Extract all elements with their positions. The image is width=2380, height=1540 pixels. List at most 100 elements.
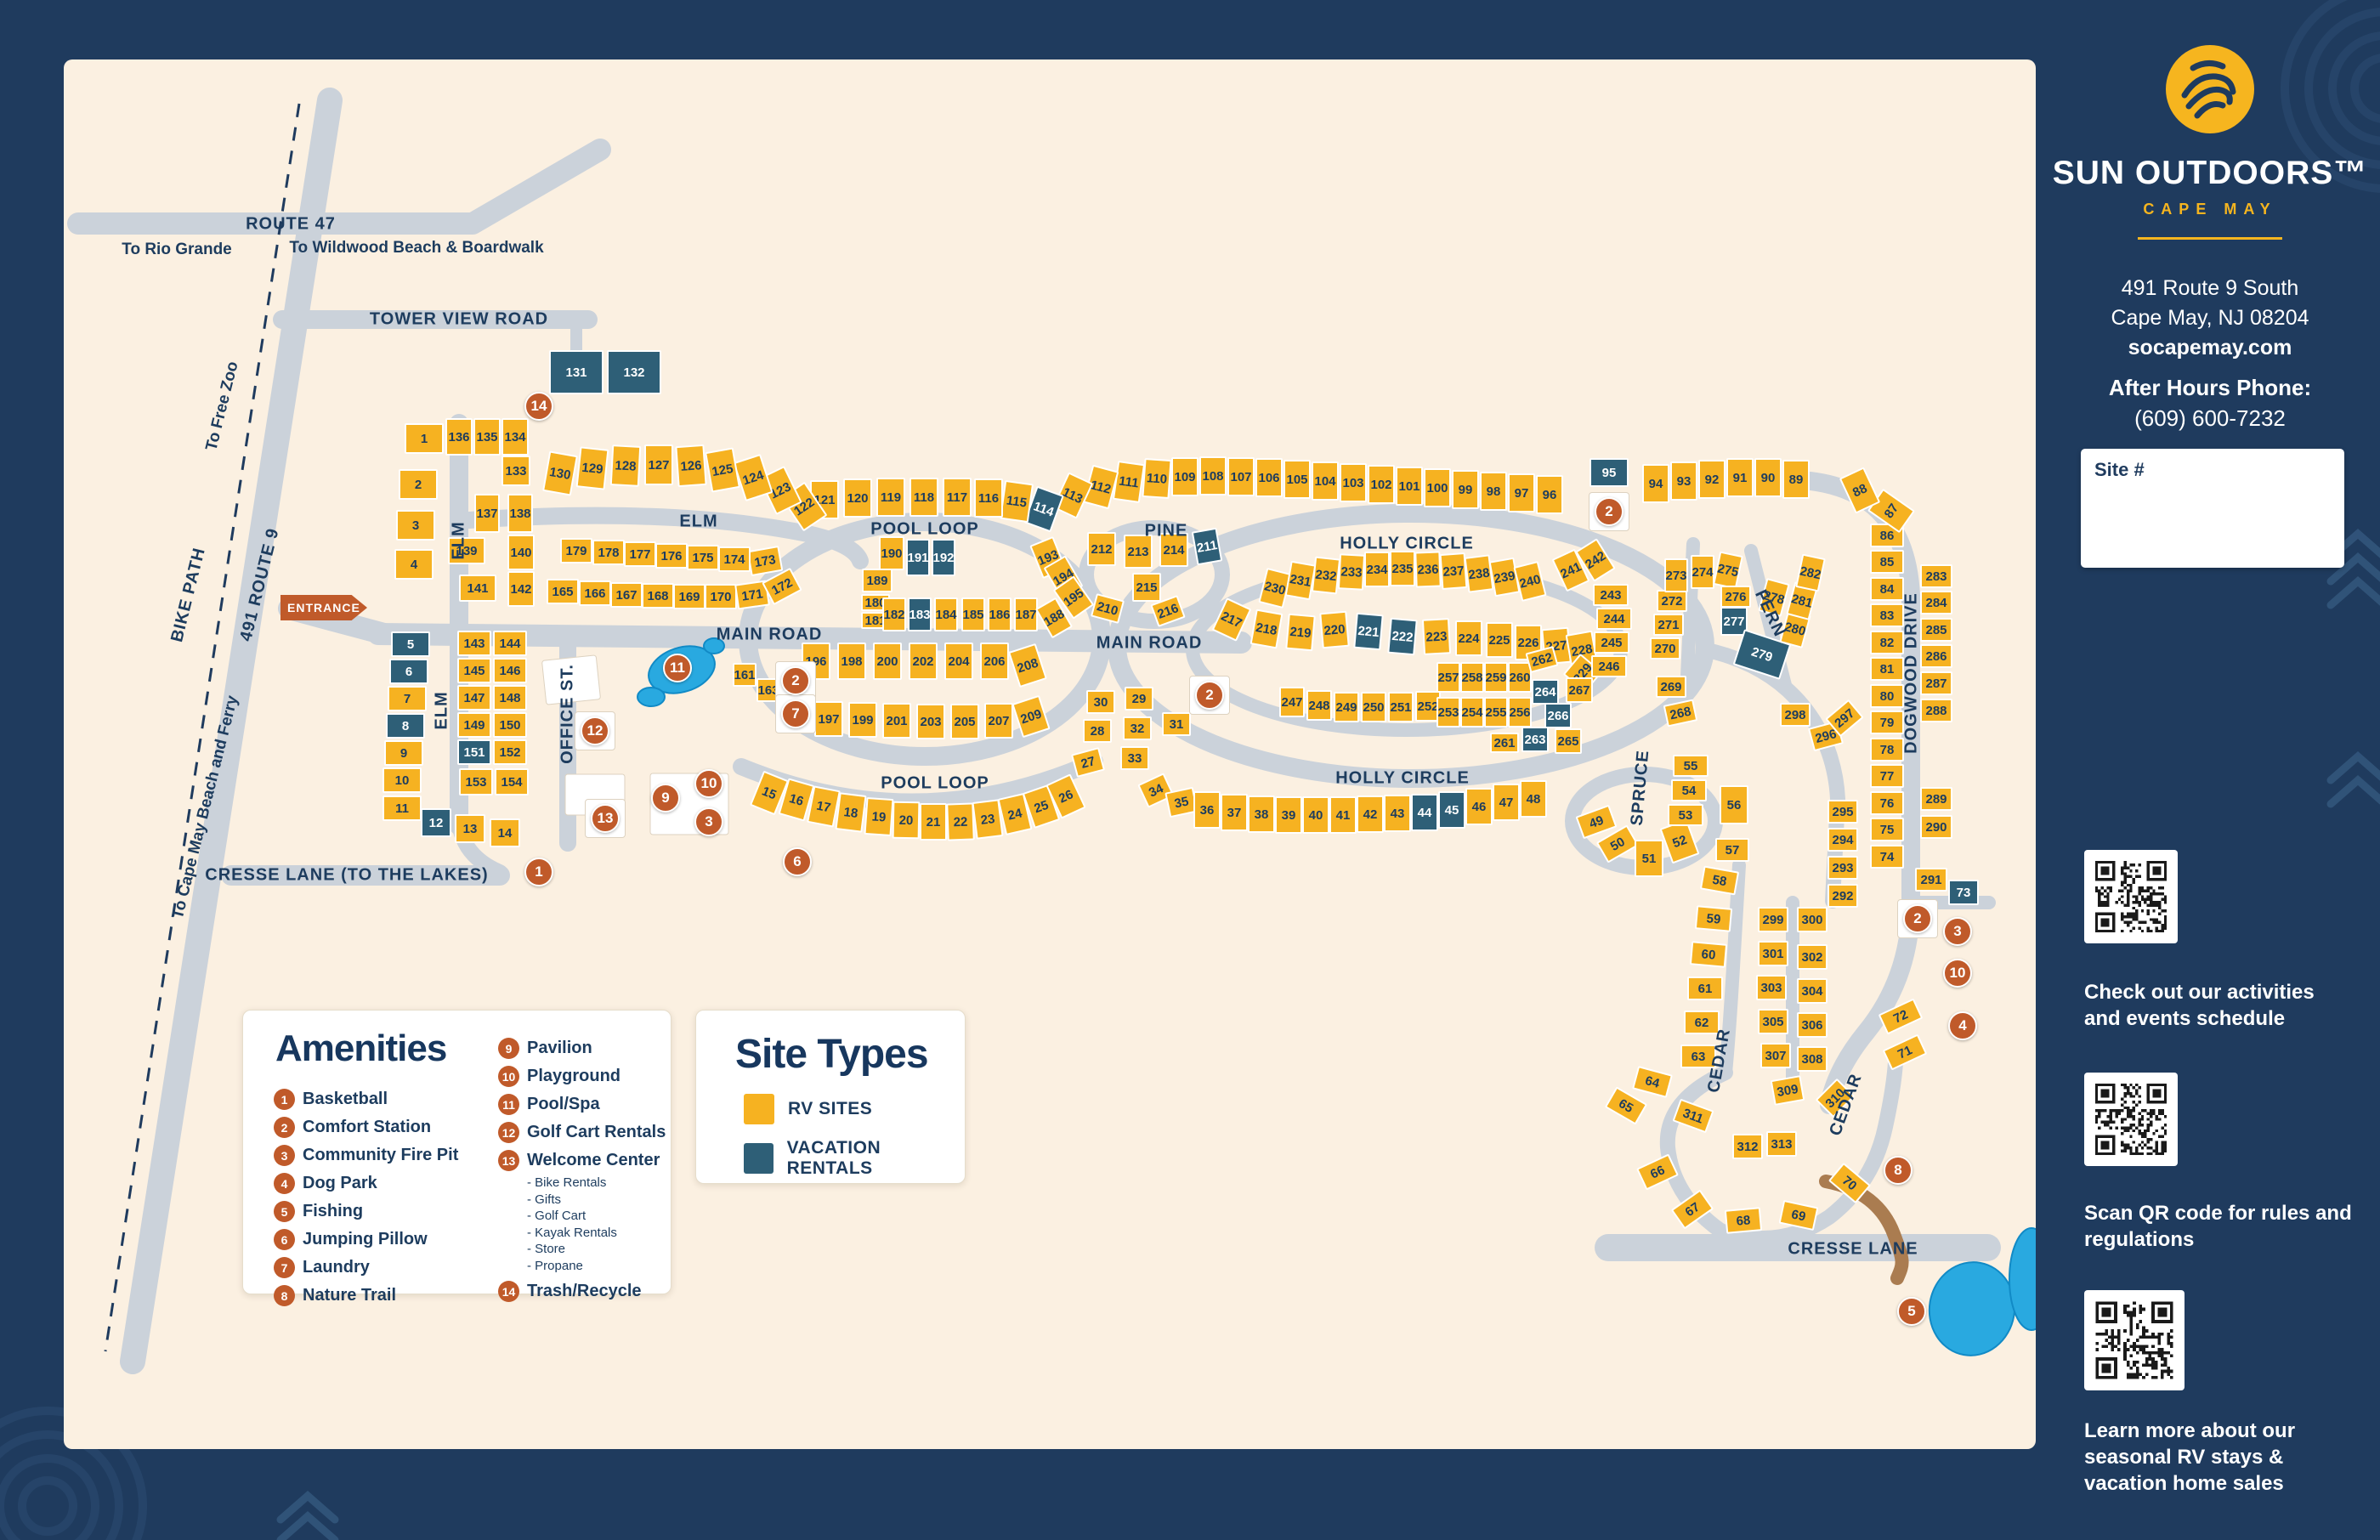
site-117: 117	[943, 478, 972, 517]
road-label: 491 ROUTE 9	[236, 525, 283, 643]
site-302: 302	[1797, 944, 1828, 970]
site-53: 53	[1668, 804, 1703, 826]
sun-outdoors-logo	[2166, 45, 2254, 133]
site-175: 175	[687, 545, 719, 570]
site-178: 178	[592, 540, 625, 565]
site-273: 273	[1664, 558, 1688, 592]
road-label: HOLLY CIRCLE	[1340, 534, 1474, 553]
site-8: 8	[386, 713, 425, 739]
address-block: 491 Route 9 South Cape May, NJ 08204 soc…	[2040, 274, 2380, 363]
after-hours-phone: (609) 600-7232	[2134, 405, 2286, 431]
site-118: 118	[910, 478, 938, 517]
site-294: 294	[1828, 828, 1858, 852]
site-47: 47	[1493, 784, 1520, 821]
site-183: 183	[908, 597, 932, 631]
amenity-marker-7: 7	[781, 699, 810, 728]
site-270: 270	[1650, 637, 1680, 660]
site-116: 116	[974, 478, 1003, 518]
road-label: To Wildwood Beach & Boardwalk	[289, 239, 544, 257]
site-92: 92	[1698, 460, 1726, 499]
road-label: ELM	[449, 521, 468, 560]
site-number-field[interactable]: Site #	[2081, 449, 2344, 568]
site-151: 151	[457, 739, 491, 765]
site-263: 263	[1522, 727, 1549, 752]
site-287: 287	[1920, 671, 1952, 695]
site-48: 48	[1520, 780, 1547, 818]
amenity-marker-10: 10	[694, 769, 723, 798]
site-260: 260	[1508, 662, 1532, 693]
site-32: 32	[1123, 716, 1152, 740]
amenity-number-badge: 3	[274, 1145, 295, 1166]
road-label: To Free Zoo	[202, 360, 242, 453]
site-90: 90	[1754, 458, 1782, 497]
site-44: 44	[1411, 794, 1438, 831]
site-295: 295	[1828, 800, 1858, 824]
site-313: 313	[1766, 1131, 1797, 1157]
site-285: 285	[1920, 618, 1952, 642]
road-label: POOL LOOP	[881, 773, 989, 793]
site-244: 244	[1596, 608, 1632, 630]
site-291: 291	[1915, 868, 1947, 892]
site-246: 246	[1591, 655, 1627, 677]
site-139: 139	[448, 537, 485, 564]
site-97: 97	[1508, 473, 1535, 512]
site-245: 245	[1594, 631, 1629, 654]
site-61: 61	[1687, 977, 1723, 1000]
site-13: 13	[455, 814, 485, 843]
site-30: 30	[1086, 690, 1115, 714]
amenity-marker-4: 4	[1948, 1011, 1977, 1040]
site-104: 104	[1312, 461, 1339, 501]
site-89: 89	[1782, 460, 1810, 499]
site-143: 143	[457, 631, 491, 656]
site-119: 119	[876, 478, 905, 517]
amenity-number-badge: 10	[498, 1066, 519, 1087]
site-298: 298	[1780, 703, 1810, 727]
site-267: 267	[1566, 677, 1593, 703]
road-label: ELM	[679, 512, 718, 531]
site-99: 99	[1452, 470, 1479, 509]
amenity-marker-2: 2	[1903, 904, 1932, 933]
site-299: 299	[1758, 907, 1788, 932]
site-198: 198	[837, 643, 866, 680]
site-161: 161	[733, 663, 756, 687]
site-251: 251	[1388, 692, 1414, 722]
site-266: 266	[1544, 703, 1572, 728]
road-label: CEDAR	[1704, 1027, 1734, 1095]
site-43: 43	[1384, 795, 1411, 832]
site-184: 184	[934, 597, 958, 631]
site-284: 284	[1920, 591, 1952, 614]
amenity-label: Comfort Station	[303, 1118, 432, 1136]
amenity-marker-11: 11	[663, 654, 692, 682]
website-link[interactable]: socapemay.com	[2128, 336, 2292, 360]
site-305: 305	[1758, 1009, 1788, 1034]
road-label: CEDAR	[1826, 1071, 1866, 1139]
after-hours-label: After Hours Phone:	[2108, 375, 2312, 400]
site-type-label: VACATION RENTALS	[786, 1138, 881, 1178]
amenity-marker-14: 14	[524, 392, 553, 421]
site-250: 250	[1361, 692, 1386, 722]
site-131: 131	[549, 350, 604, 394]
site-37: 37	[1221, 794, 1248, 831]
site-247: 247	[1279, 687, 1305, 717]
site-102: 102	[1368, 465, 1395, 504]
site-312: 312	[1732, 1134, 1763, 1159]
road-label: ELM	[432, 691, 451, 730]
site-78: 78	[1870, 738, 1904, 762]
site-308: 308	[1797, 1046, 1828, 1072]
site-29: 29	[1125, 687, 1153, 711]
site-42: 42	[1357, 795, 1384, 833]
site-4: 4	[394, 549, 434, 580]
site-103: 103	[1340, 463, 1367, 502]
amenity-number-badge: 7	[274, 1257, 295, 1278]
